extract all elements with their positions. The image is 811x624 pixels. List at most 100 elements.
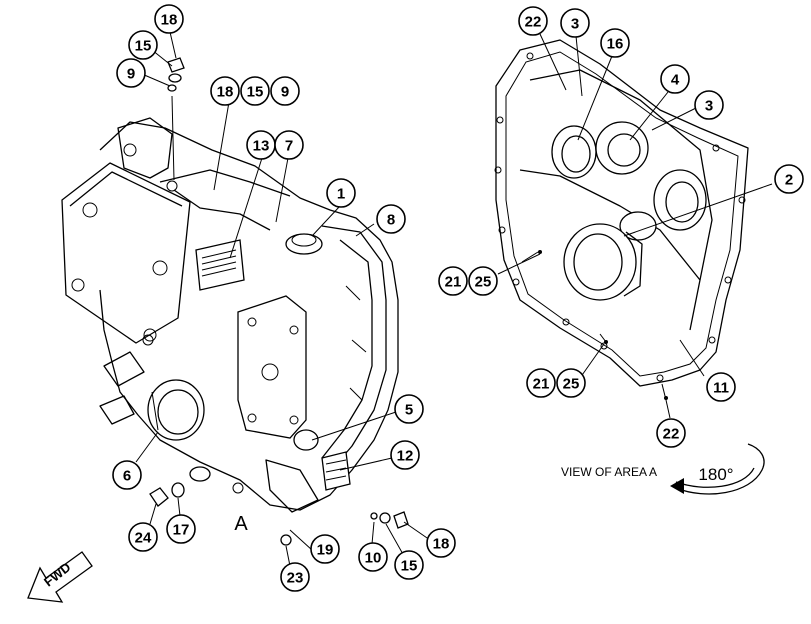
right-callout-2: 2: [774, 164, 804, 194]
callout-number: 18: [433, 536, 450, 553]
callout-number: 16: [607, 36, 624, 53]
callout-circle: [154, 4, 184, 34]
callout-circle: [310, 534, 340, 564]
callout-circle: [240, 76, 270, 106]
forward-direction-arrow: [27, 551, 93, 603]
right-callout-11: 11: [706, 372, 736, 402]
callout-circle: [326, 178, 356, 208]
callout-circle: [560, 8, 590, 38]
area-label: A: [234, 513, 248, 535]
callout-circle: [128, 30, 158, 60]
callout-circle: [166, 514, 196, 544]
callout-number: 10: [365, 550, 382, 567]
left-callout-18: 18: [154, 4, 184, 34]
callout-circle: [526, 368, 556, 398]
callout-number: 25: [563, 376, 580, 393]
callout-number: 17: [173, 522, 190, 539]
callout-circle: [116, 58, 146, 88]
left-callout-17: 17: [166, 514, 196, 544]
callout-number: 1: [337, 186, 345, 203]
right-callout-25: 25: [556, 368, 586, 398]
left-callout-10: 10: [358, 542, 388, 572]
left-callout-9: 9: [270, 76, 300, 106]
left-callout-24: 24: [128, 522, 158, 552]
callout-number: 4: [671, 72, 680, 89]
callout-number: 23: [287, 570, 304, 587]
callout-circle: [694, 90, 724, 120]
left-callout-5: 5: [394, 394, 424, 424]
callout-circle: [274, 130, 304, 160]
callout-number: 19: [317, 542, 334, 559]
callout-number: 25: [475, 274, 492, 291]
callout-circle: [358, 542, 388, 572]
left-callout-12: 12: [390, 440, 420, 470]
left-callout-15: 15: [240, 76, 270, 106]
left-callout-13: 13: [246, 130, 276, 160]
rotation-label: 180°: [698, 465, 733, 484]
left-callout-7: 7: [274, 130, 304, 160]
callout-circle: [210, 76, 240, 106]
left-callout-15: 15: [394, 550, 424, 580]
callout-number: 18: [217, 84, 234, 101]
callout-number: 11: [713, 380, 729, 397]
right-callout-21: 21: [526, 368, 556, 398]
callout-number: 12: [397, 448, 414, 465]
callout-number: 7: [285, 138, 293, 155]
callout-circle: [656, 418, 686, 448]
callout-number: 22: [525, 14, 542, 31]
area-a-view-drawing: [494, 39, 749, 401]
callout-number: 18: [161, 12, 178, 29]
loose-fasteners: [149, 57, 409, 546]
leader-lines-right: [497, 33, 773, 419]
callout-number: 3: [705, 98, 713, 115]
callout-circle: [394, 394, 424, 424]
callout-number: 9: [281, 84, 289, 101]
front-housing-drawing: [61, 117, 399, 513]
rotation-arrow-icon: [670, 443, 765, 495]
callout-number: 21: [445, 274, 462, 291]
right-callout-16: 16: [600, 28, 630, 58]
callout-circle: [774, 164, 804, 194]
callout-number: 15: [401, 558, 418, 575]
left-callout-23: 23: [280, 562, 310, 592]
callout-number: 8: [387, 212, 395, 229]
left-callout-1: 1: [326, 178, 356, 208]
callout-circle: [128, 522, 158, 552]
callout-number: 15: [247, 84, 264, 101]
left-callout-19: 19: [310, 534, 340, 564]
view-label: VIEW OF AREA A: [561, 465, 657, 479]
right-callout-21: 21: [438, 266, 468, 296]
callout-number: 6: [123, 468, 131, 485]
right-callout-22: 22: [518, 6, 548, 36]
left-callout-8: 8: [376, 204, 406, 234]
callout-circle: [394, 550, 424, 580]
right-callout-22: 22: [656, 418, 686, 448]
right-callout-25: 25: [468, 266, 498, 296]
callout-circle: [706, 372, 736, 402]
left-callout-6: 6: [112, 460, 142, 490]
callout-number: 13: [253, 138, 270, 155]
right-callout-4: 4: [660, 64, 690, 94]
left-callout-18: 18: [426, 528, 456, 558]
callout-circle: [660, 64, 690, 94]
callout-number: 2: [785, 172, 793, 189]
left-callout-18: 18: [210, 76, 240, 106]
left-callout-9: 9: [116, 58, 146, 88]
callout-circle: [438, 266, 468, 296]
callout-number: 24: [135, 530, 152, 547]
callout-circle: [468, 266, 498, 296]
callout-number: 22: [663, 426, 680, 443]
callout-number: 15: [135, 38, 152, 55]
callout-circle: [280, 562, 310, 592]
callout-circle: [112, 460, 142, 490]
right-callout-3: 3: [694, 90, 724, 120]
right-callout-3: 3: [560, 8, 590, 38]
callouts-right-group: 22 3 16 4 3 2 21 25 21 25 11 22: [438, 6, 804, 448]
callout-number: 9: [127, 66, 135, 83]
callout-circle: [518, 6, 548, 36]
callout-number: 21: [533, 376, 550, 393]
callout-number: 3: [571, 16, 579, 33]
callout-circle: [270, 76, 300, 106]
